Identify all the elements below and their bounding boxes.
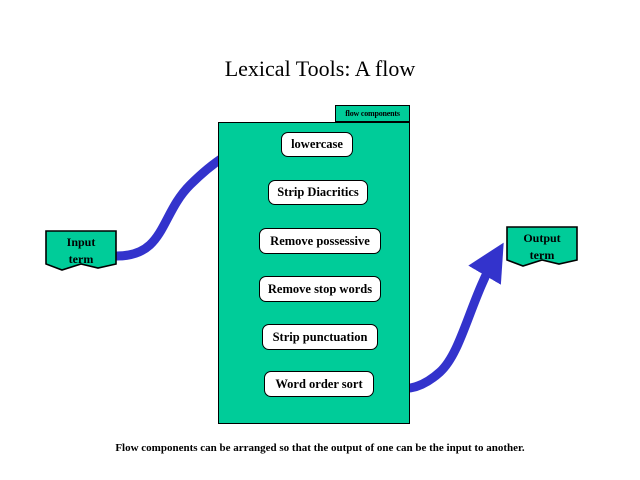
banner-shape-icon xyxy=(506,226,578,267)
step-box-word-order-sort[interactable]: Word order sort xyxy=(264,371,374,397)
page-title: Lexical Tools: A flow xyxy=(224,56,416,81)
step-box-remove-possessive[interactable]: Remove possessive xyxy=(259,228,381,254)
input-term-label: Input term xyxy=(45,234,117,268)
banner-shape-icon xyxy=(45,230,117,271)
step-box-lowercase[interactable]: lowercase xyxy=(281,132,353,157)
input-term-node[interactable]: Input term xyxy=(45,230,117,276)
output-term-line2: term xyxy=(529,248,555,262)
output-term-node[interactable]: Output term xyxy=(506,226,578,272)
figure-caption: Flow components can be arranged so that … xyxy=(115,442,525,454)
input-term-line2: term xyxy=(68,252,94,266)
step-box-strip-diacritics[interactable]: Strip Diacritics xyxy=(268,180,368,205)
output-term-line1: Output xyxy=(523,231,561,245)
step-box-strip-punctuation[interactable]: Strip punctuation xyxy=(262,324,378,350)
input-term-line1: Input xyxy=(66,235,96,249)
step-box-remove-stop-words[interactable]: Remove stop words xyxy=(259,276,381,302)
flow-components-tab-label: flow components xyxy=(335,105,410,122)
output-term-label: Output term xyxy=(506,230,578,264)
